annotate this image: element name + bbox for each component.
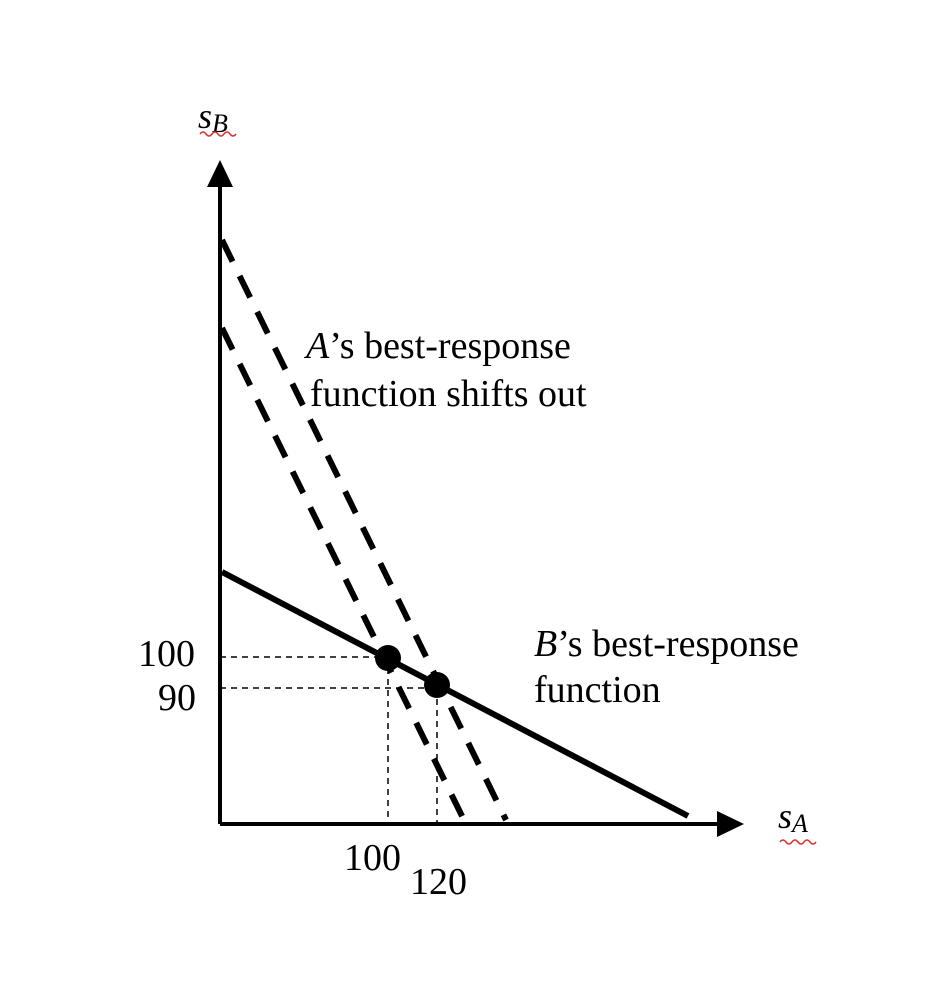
x-axis-label: sA [778,796,808,838]
x-label-squiggle [779,839,817,845]
a-curve-label-line1: A’s best-response [303,325,571,367]
b-curve-label-line1: B’s best-response [534,623,799,665]
b-curve-label-line2: function [534,669,661,711]
y-label-squiggle [199,131,237,137]
equilibrium-original [375,645,401,671]
tick-x-120: 120 [410,861,467,903]
x-axis-arrow [717,811,744,837]
a-curve-label-line2: function shifts out [310,373,587,415]
tick-x-100: 100 [344,837,401,879]
y-axis-arrow [207,160,233,187]
a-best-response-original [219,326,466,820]
a-best-response-shifted [219,238,509,822]
tick-y-100: 100 [138,633,195,675]
equilibrium-new [424,672,450,698]
y-axis-label: sB [198,96,228,138]
tick-y-90: 90 [158,677,196,719]
b-best-response [220,569,690,819]
